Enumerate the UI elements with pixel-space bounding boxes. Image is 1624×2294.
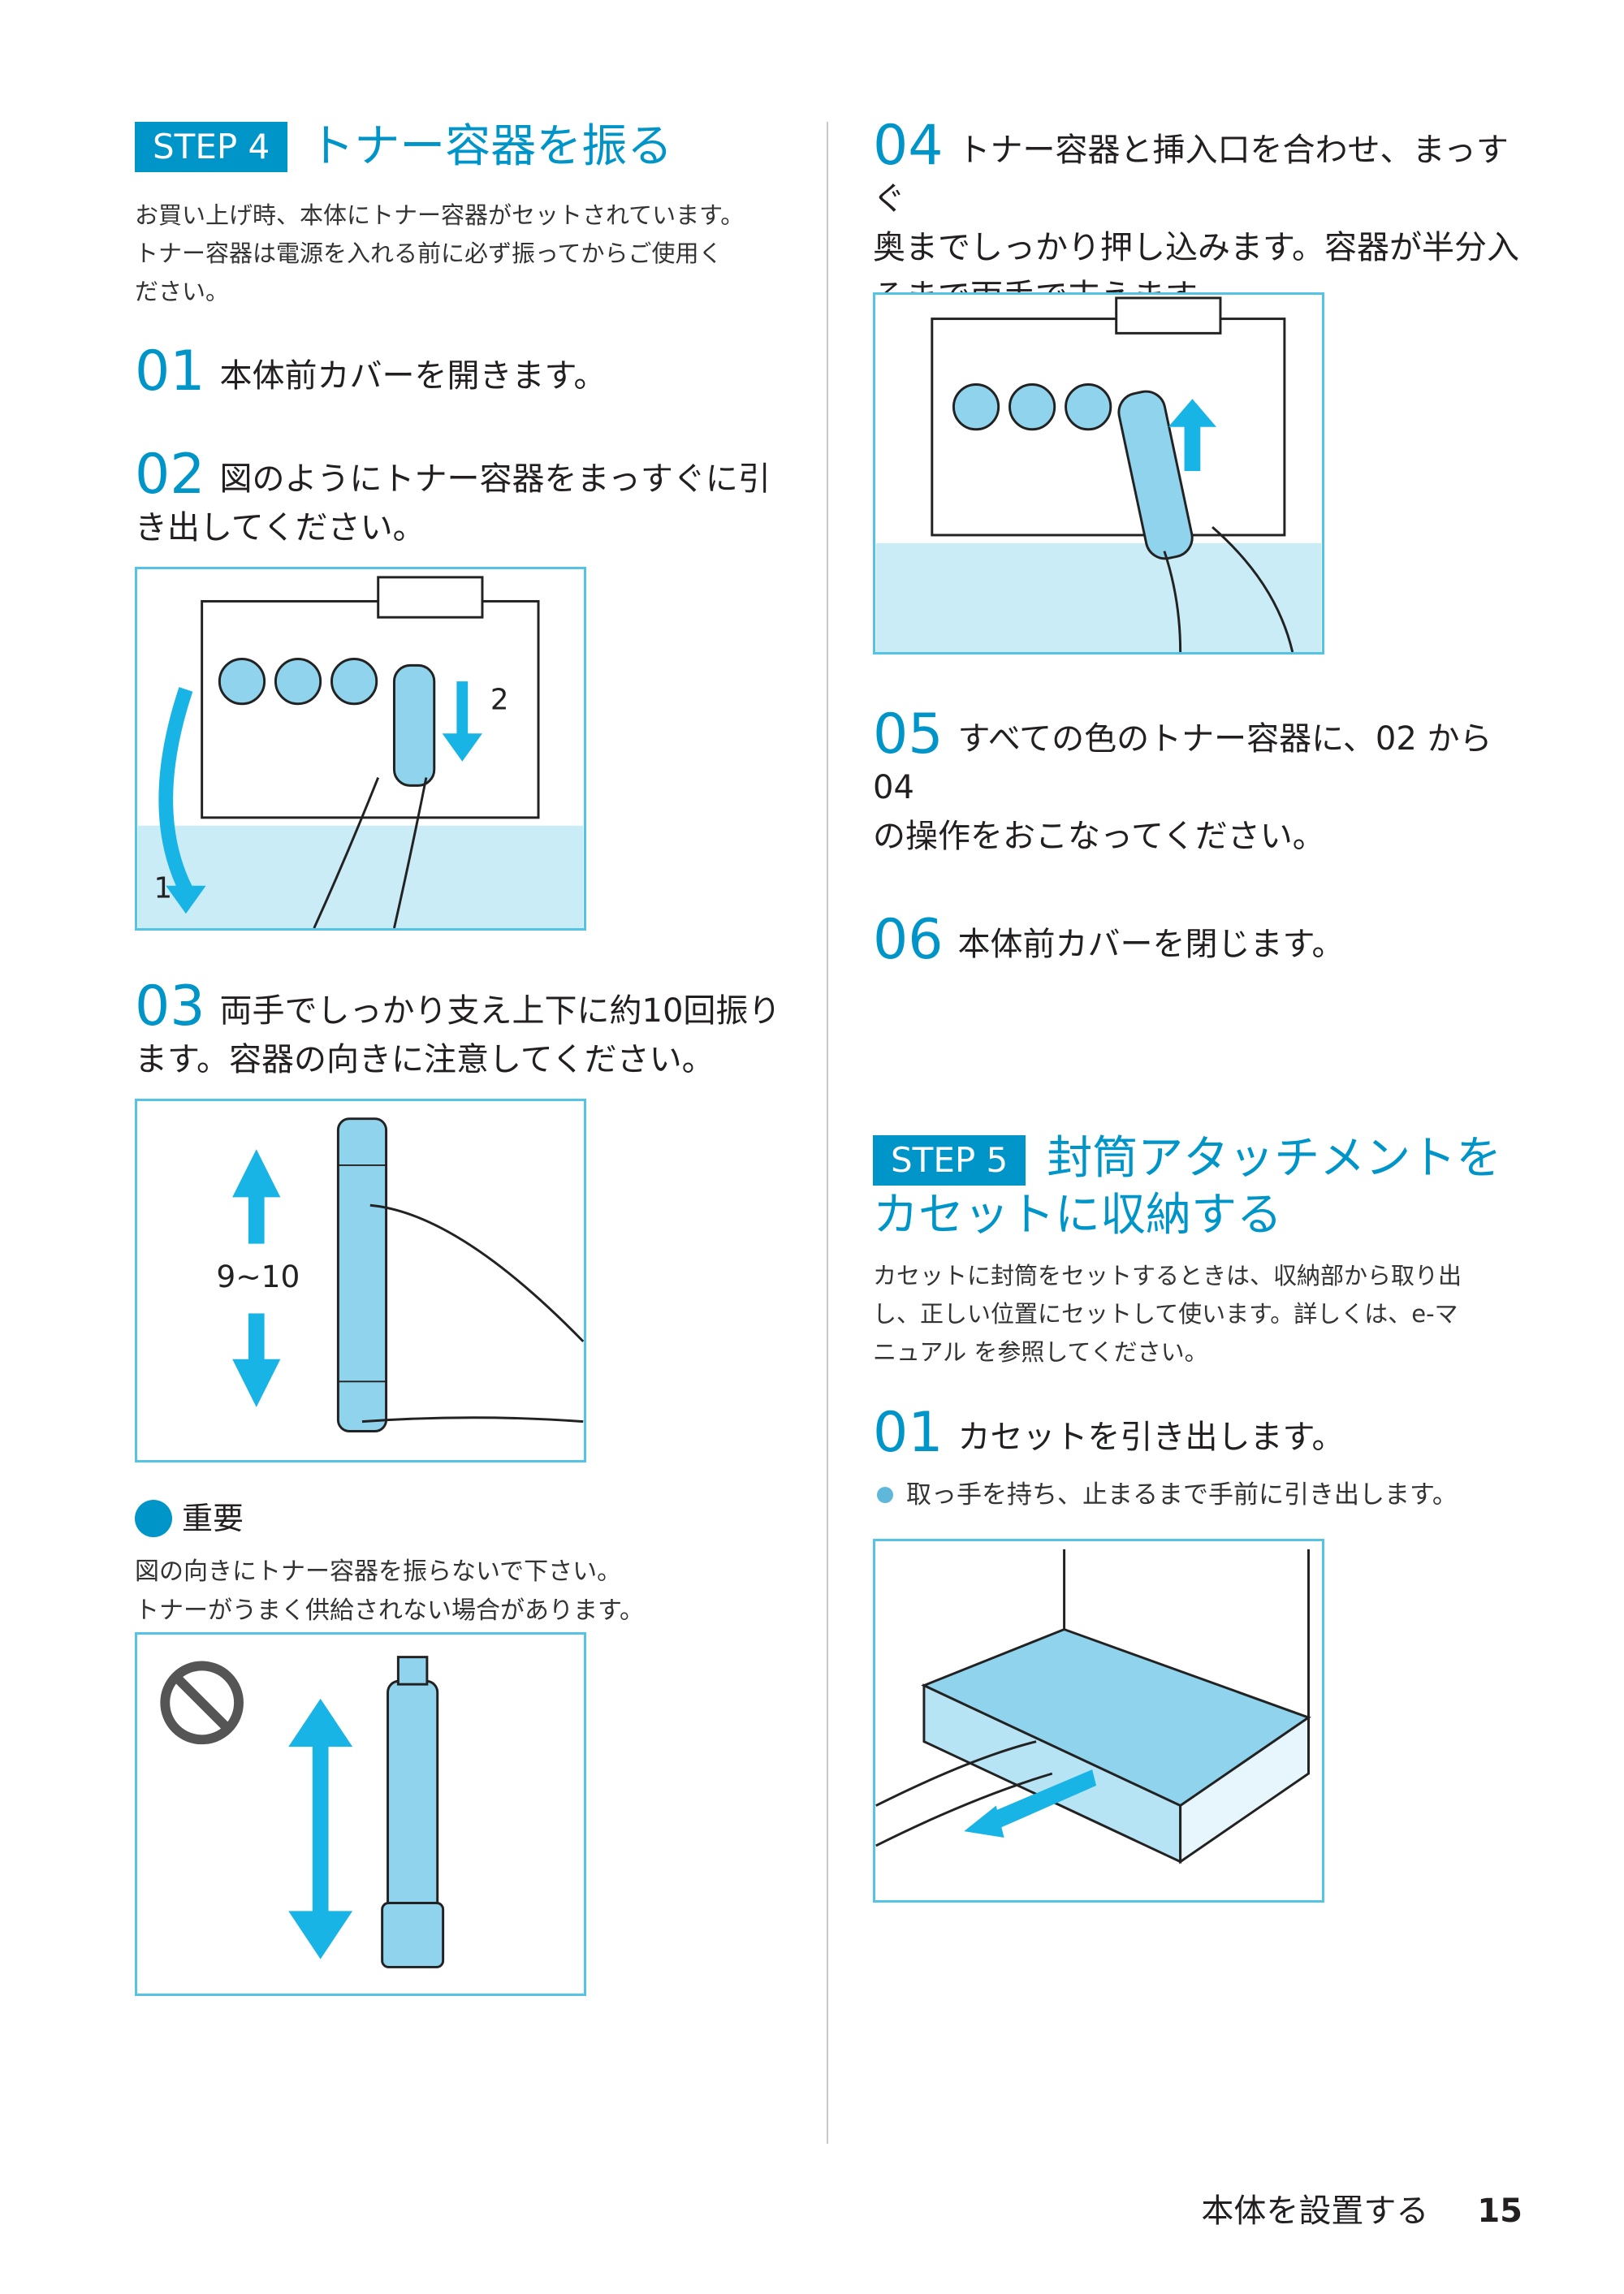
shake-count-label: 9~10 xyxy=(216,1259,300,1294)
figure-pull-toner: 2 1 xyxy=(135,567,586,931)
figure-pull-cassette xyxy=(873,1539,1324,1903)
step4-title: トナー容器を振る xyxy=(309,120,673,173)
figure-shake-toner: 9~10 xyxy=(135,1099,586,1462)
arrow-label-1: 1 xyxy=(153,872,172,905)
hand-stop-icon xyxy=(135,1500,172,1537)
arrow-label-2: 2 xyxy=(490,684,509,717)
important-heading: 重要 xyxy=(135,1497,244,1540)
step-number: 06 xyxy=(873,908,944,972)
step5-intro: カセットに封筒をセットするときは、収納部から取り出 し、正しい位置にセットして使… xyxy=(873,1262,1462,1366)
step-number: 02 xyxy=(135,443,205,507)
footer-section-title: 本体を設置する xyxy=(1201,2192,1429,2230)
page-number: 15 xyxy=(1477,2192,1522,2230)
figure-insert-toner xyxy=(873,292,1324,655)
step4-badge: STEP 4 xyxy=(135,122,288,172)
important-text: 図の向きにトナー容器を振らないで下さい。 トナーがうまく供給されない場合がありま… xyxy=(135,1557,644,1625)
column-divider xyxy=(827,122,828,2144)
page-footer: 本体を設置する 15 xyxy=(1201,2184,1522,2231)
step5-bullet: 取っ手を持ち、止まるまで手前に引き出します。 xyxy=(877,1476,1458,1514)
figure-wrong-orientation xyxy=(135,1632,586,1996)
step4-intro: お買い上げ時、本体にトナー容器がセットされています。 トナー容器は電源を入れる前… xyxy=(135,201,745,305)
step-number: 05 xyxy=(873,702,944,767)
step4-header: STEP 4 トナー容器を振る xyxy=(135,120,673,175)
step5-title-line2: カセットに収納する xyxy=(873,1189,1282,1242)
step-number: 01 xyxy=(135,339,205,404)
step-number: 03 xyxy=(135,974,205,1039)
step5-badge: STEP 5 xyxy=(873,1135,1026,1186)
bullet-dot-icon xyxy=(877,1487,893,1503)
step5-title-line1: 封筒アタッチメントを xyxy=(1047,1132,1502,1185)
prohibited-icon xyxy=(160,1661,244,1745)
step5-header: STEP 5 封筒アタッチメントを xyxy=(873,1132,1501,1187)
step-number: 01 xyxy=(873,1401,944,1465)
step-number: 04 xyxy=(873,114,944,178)
